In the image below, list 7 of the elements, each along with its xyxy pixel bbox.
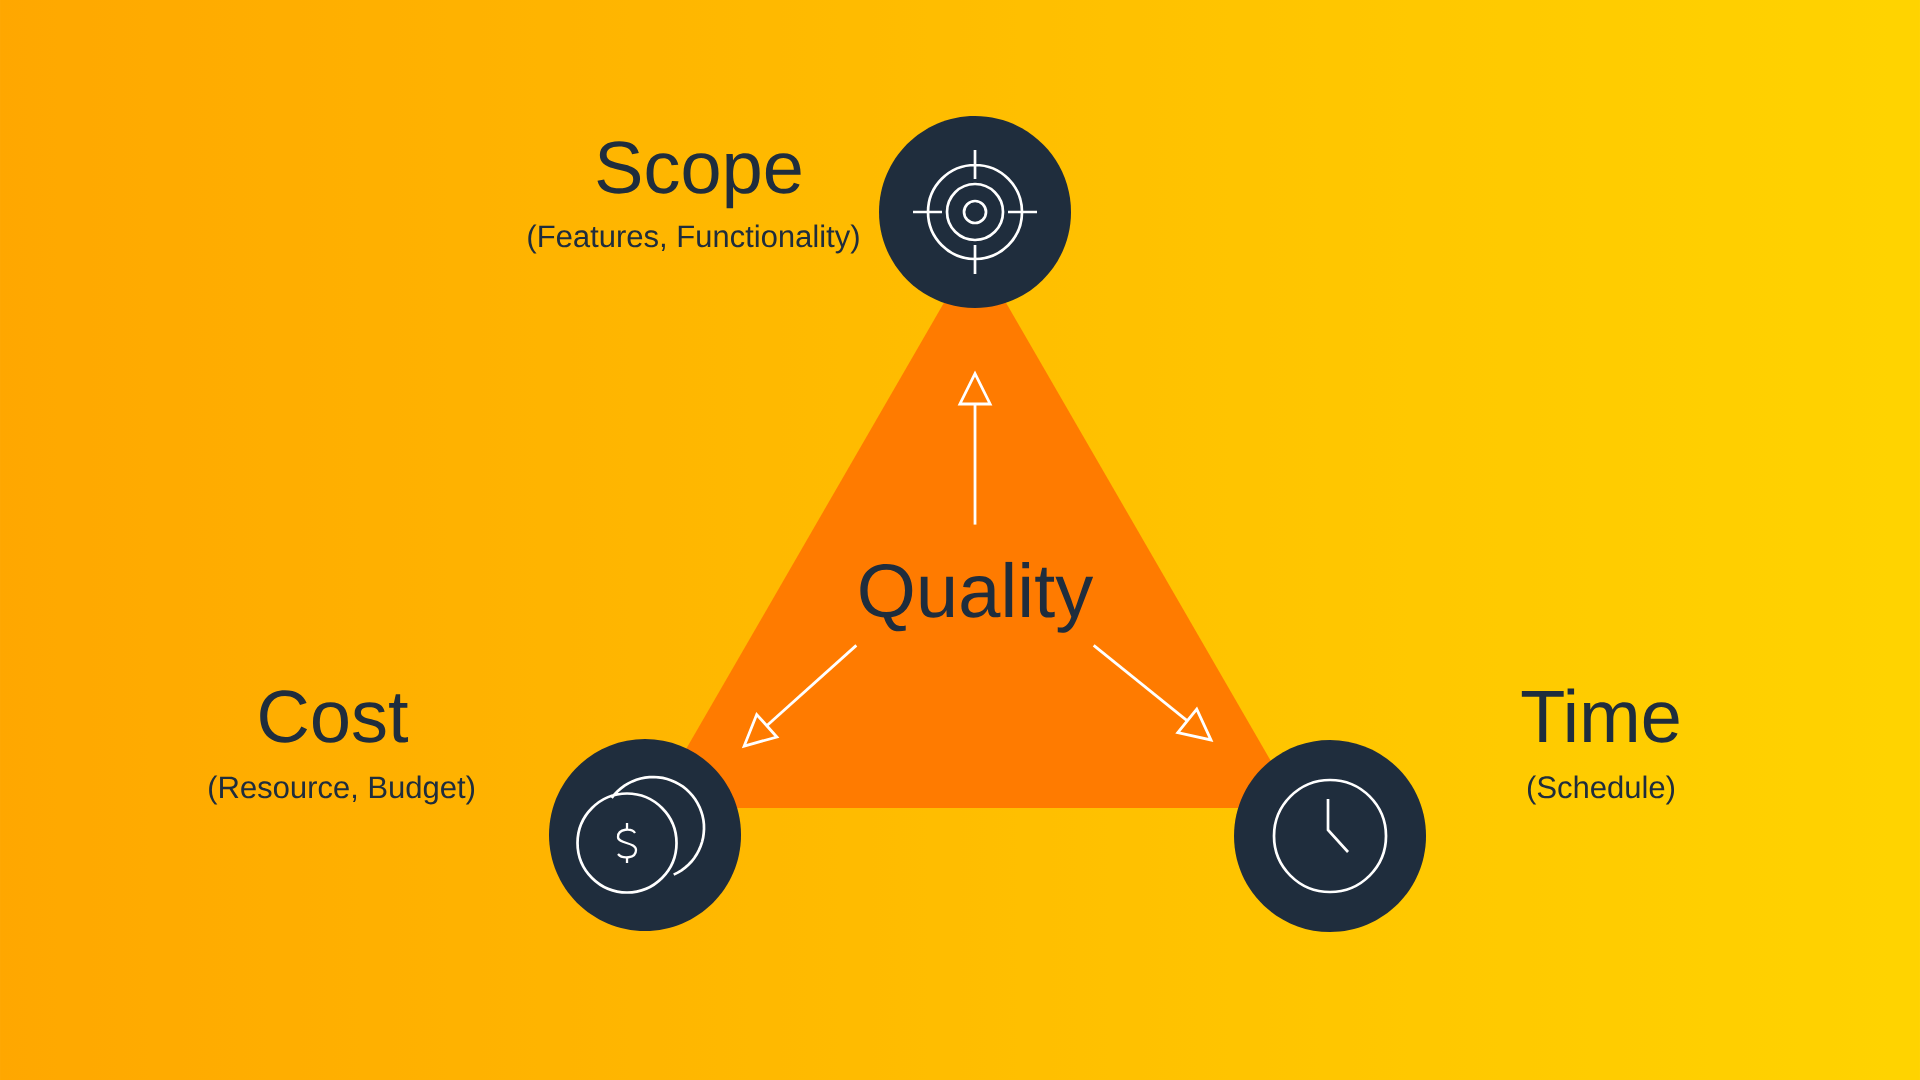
- subheading: (Resource, Budget): [209, 775, 475, 805]
- heading: Time: [1521, 688, 1679, 743]
- heading: Scope: [597, 141, 801, 209]
- subheading: (Schedule): [1527, 775, 1675, 805]
- heading: Cost: [260, 690, 408, 743]
- heading: Quality: [860, 561, 1094, 633]
- subheading: (Features, Functionality): [528, 224, 859, 254]
